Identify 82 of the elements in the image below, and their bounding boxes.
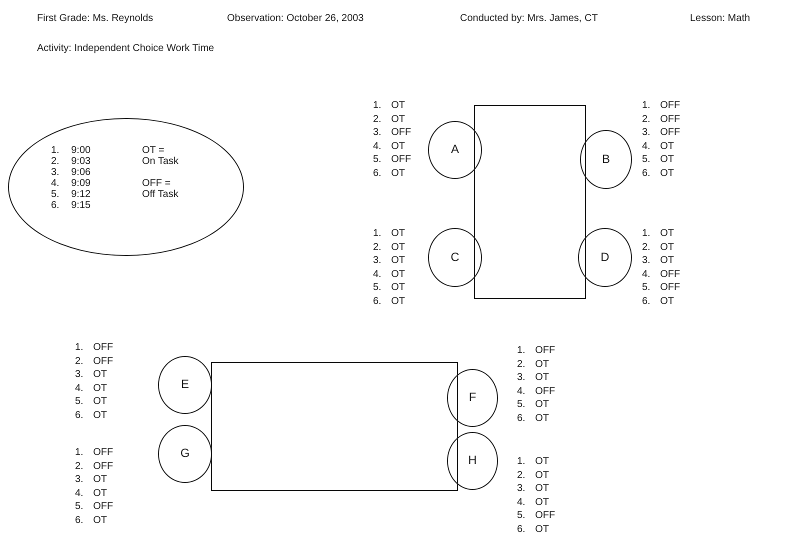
observation-entry: 2. OFF	[642, 112, 680, 126]
observation-entry: 5. OT	[373, 281, 406, 294]
observation-entry: 6. OT	[517, 412, 550, 425]
observation-entry: 6. OT	[642, 295, 674, 308]
observation-entry: 5. OFF	[373, 153, 412, 166]
observation-entry: 6. OT	[373, 167, 406, 180]
observation-entry: 4. OT	[517, 496, 550, 509]
seat-letter: G	[179, 447, 191, 460]
observation-entry: 2. OT	[642, 240, 674, 254]
legend-text: Off Task	[142, 189, 178, 200]
observation-entry: 3. OFF	[642, 126, 680, 140]
header-text: Conducted by: Mrs. James, CT	[460, 13, 598, 24]
seat-circle	[428, 228, 482, 287]
legend-text: 4. 9:09	[51, 178, 91, 189]
legend-text: 6. 9:15	[51, 200, 91, 211]
observation-entry: 2. OT	[373, 240, 406, 254]
seat-letter: A	[450, 143, 460, 156]
seat-letter: E	[180, 378, 190, 390]
seat-circle	[158, 356, 212, 414]
observation-entry: 2. OT	[373, 112, 406, 126]
observation-entry: 1. OFF	[75, 446, 114, 459]
header-text: First Grade: Ms. Reynolds	[37, 13, 154, 24]
legend-text: 2. 9:03	[51, 156, 91, 167]
legend-text: 5. 9:12	[51, 189, 91, 200]
seat-letter: H	[467, 454, 478, 466]
observation-entry: 5. OT	[75, 395, 108, 408]
observation-entry: 1. OFF	[75, 341, 114, 354]
legend-ellipse	[8, 118, 244, 256]
legend-text: OFF =	[142, 178, 171, 189]
observation-entry: 6. OT	[75, 514, 108, 527]
observation-entry: 5. OFF	[75, 500, 114, 514]
observation-entry: 6. OT	[75, 409, 108, 422]
legend-text: On Task	[142, 156, 178, 167]
legend-text: OT =	[142, 145, 164, 156]
observation-entry: 6. OT	[642, 167, 674, 180]
observation-entry: 3. OT	[75, 368, 108, 382]
observation-entry: 3. OT	[642, 254, 674, 268]
header-text: Observation: October 26, 2003	[227, 13, 364, 24]
seat-circle	[428, 121, 482, 179]
observation-entry: 6. OT	[373, 295, 406, 308]
seat-letter: F	[468, 391, 478, 404]
observation-entry: 5. OFF	[517, 509, 556, 522]
observation-entry: 4. OT	[75, 486, 108, 500]
observation-entry: 5. OT	[642, 153, 674, 166]
observation-entry: 3. OT	[517, 482, 550, 496]
observation-entry: 3. OT	[517, 371, 550, 384]
observation-entry: 1. OT	[642, 227, 674, 240]
observation-entry: 4. OT	[642, 140, 674, 153]
observation-entry: 1. OFF	[517, 344, 556, 357]
header-text: Lesson: Math	[690, 13, 750, 24]
observation-entry: 4. OT	[75, 382, 108, 395]
seat-letter: C	[450, 250, 460, 263]
seat-letter: B	[600, 152, 611, 165]
seat-circle	[578, 228, 632, 287]
seat-circle	[580, 130, 632, 189]
observation-entry: 1. OT	[373, 99, 406, 112]
observation-entry: 1. OT	[517, 455, 550, 468]
seat-circle	[447, 369, 498, 427]
observation-entry: 3. OT	[75, 473, 108, 486]
legend-text: 3. 9:06	[51, 167, 91, 178]
legend-text: 1. 9:00	[51, 145, 91, 156]
observation-entry: 1. OFF	[642, 99, 680, 112]
observation-entry: 1. OT	[373, 227, 406, 240]
observation-entry: 4. OT	[373, 140, 406, 153]
seat-circle	[447, 432, 498, 490]
observation-entry: 6. OT	[517, 523, 550, 536]
observation-entry: 2. OFF	[75, 460, 114, 473]
observation-entry: 2. OFF	[75, 354, 114, 368]
observation-entry: 4. OT	[373, 268, 406, 281]
observation-entry: 5. OT	[517, 398, 550, 412]
observation-entry: 3. OFF	[373, 126, 412, 140]
table-rectangle	[211, 362, 458, 491]
header-text: Activity: Independent Choice Work Time	[37, 43, 214, 54]
table-rectangle	[474, 105, 586, 299]
observation-entry: 4. OFF	[517, 384, 556, 398]
observation-entry: 4. OFF	[642, 268, 680, 281]
observation-entry: 5. OFF	[642, 281, 680, 294]
observation-entry: 2. OT	[517, 358, 550, 371]
observation-entry: 2. OT	[517, 468, 550, 482]
seat-circle	[158, 425, 212, 483]
observation-entry: 3. OT	[373, 254, 406, 268]
seat-letter: D	[600, 250, 610, 263]
